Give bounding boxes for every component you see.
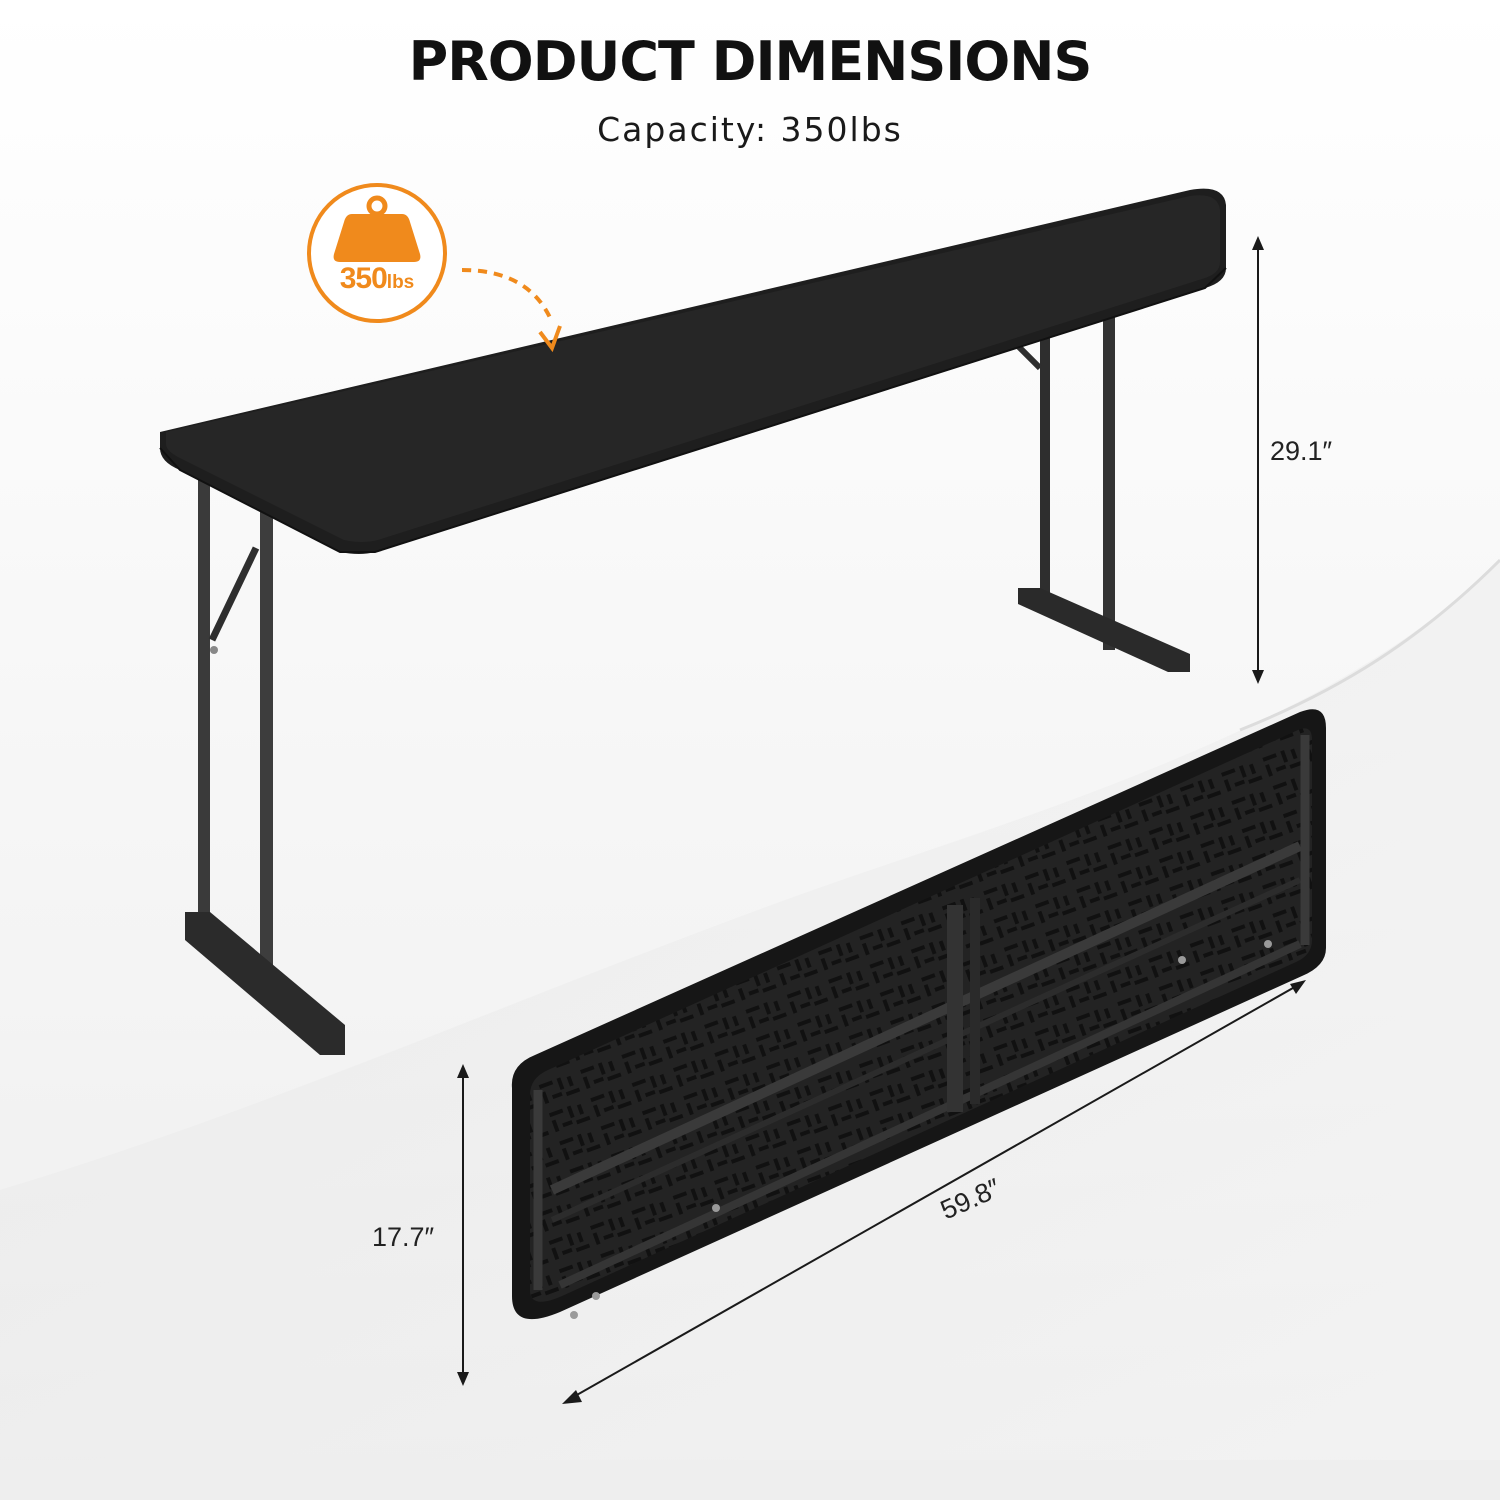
- front-leg: [198, 480, 210, 920]
- hinge-bolt: [210, 646, 218, 654]
- bolt: [1264, 940, 1272, 948]
- front-leg: [260, 505, 273, 995]
- capacity-badge-value: 350: [339, 262, 388, 295]
- capacity-subtitle: Capacity: 350lbs: [597, 110, 903, 149]
- height-dimension-line: [1252, 236, 1264, 684]
- table-folded: [511, 709, 1327, 1320]
- accent-arrowhead: [538, 325, 562, 353]
- frame-rail: [558, 940, 1302, 1289]
- backdrop-arc: [1239, 558, 1500, 732]
- bolt: [592, 1292, 600, 1300]
- depth-dimension-label: 17.7″: [372, 1222, 435, 1252]
- frame-rail: [549, 841, 1303, 1195]
- rear-foot: [1018, 588, 1190, 672]
- height-dimension-label: 29.1″: [1270, 436, 1333, 466]
- tabletop-edge: [159, 267, 1227, 553]
- front-foot: [185, 912, 345, 1055]
- length-dimension-line: [562, 980, 1306, 1404]
- page-title: PRODUCT DIMENSIONS: [408, 30, 1093, 93]
- bolt: [570, 1311, 578, 1319]
- capacity-badge: [307, 183, 447, 323]
- tabletop-surface: [166, 195, 1220, 543]
- table-standing: [159, 188, 1227, 1055]
- capacity-badge-unit: lbs: [386, 272, 415, 293]
- depth-dimension-line: [457, 1064, 469, 1386]
- rear-leg: [1103, 310, 1115, 650]
- rear-leg: [1040, 330, 1050, 610]
- frame-rail: [550, 877, 1302, 1223]
- bolt: [1178, 956, 1186, 964]
- bolt: [712, 1204, 720, 1212]
- front-brace: [208, 546, 260, 642]
- accent-arrow: [461, 268, 554, 323]
- capacity-badge-label: 350lbs: [312, 262, 442, 296]
- weight-icon: [333, 195, 421, 262]
